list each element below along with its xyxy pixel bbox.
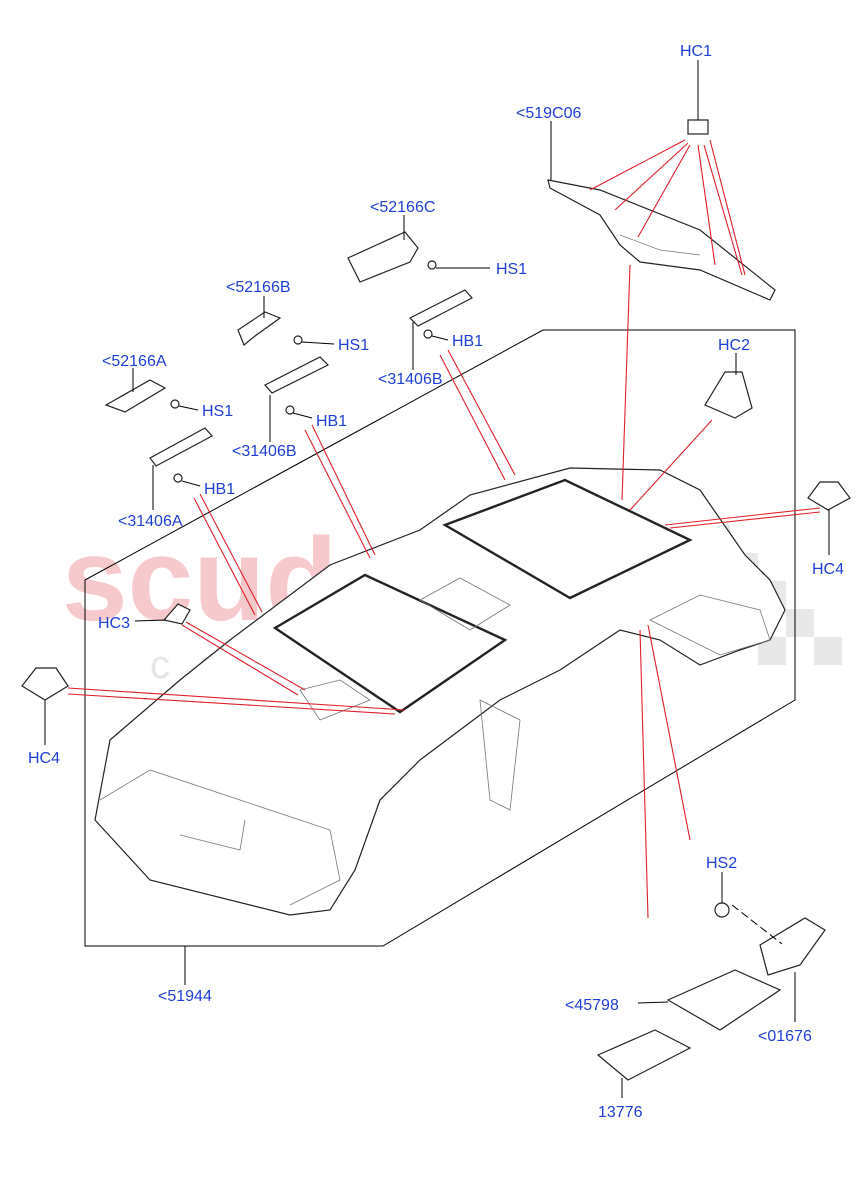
hs1-screw-b (293, 335, 303, 345)
bracket-01676 (759, 917, 826, 976)
hc4-right-clip (807, 481, 851, 511)
callout-lines (67, 139, 821, 919)
label-52166b[interactable]: <52166B (226, 279, 291, 296)
label-45798[interactable]: <45798 (565, 997, 619, 1014)
label-52166c[interactable]: <52166C (370, 199, 435, 216)
grab-handle-31406b-a (408, 289, 473, 327)
label-hs1-c[interactable]: HS1 (202, 403, 233, 420)
label-hc3[interactable]: HC3 (98, 615, 130, 632)
label-51944[interactable]: <51944 (158, 988, 212, 1005)
bracket-52166c (347, 231, 419, 283)
label-52166a[interactable]: <52166A (102, 353, 167, 370)
hc4-left-clip (21, 667, 69, 701)
lamp-bezel-13776 (596, 1029, 692, 1081)
label-31406a[interactable]: <31406A (118, 513, 183, 530)
label-hc4-left[interactable]: HC4 (28, 750, 60, 767)
label-hb1-a[interactable]: HB1 (452, 333, 483, 350)
label-519c06[interactable]: <519C06 (516, 105, 581, 122)
hs1-screw-c (170, 399, 180, 409)
label-hc1[interactable]: HC1 (680, 43, 712, 60)
bracket-52166b (237, 311, 282, 346)
hb1-bolt-b (285, 405, 295, 415)
label-01676[interactable]: <01676 (758, 1028, 812, 1045)
grab-handle-31406a (149, 427, 213, 467)
hs1-screw-a (427, 260, 437, 270)
leader-lines (44, 60, 830, 1098)
grab-handle-31406b-b (264, 356, 330, 394)
assembly-frame (84, 329, 796, 947)
label-31406b-a[interactable]: <31406B (378, 371, 443, 388)
lamp-housing-45798 (666, 969, 782, 1031)
hc3-clip (162, 603, 191, 625)
hc2-clip (704, 371, 753, 419)
label-hs1-b[interactable]: HS1 (338, 337, 369, 354)
label-hs1-a[interactable]: HS1 (496, 261, 527, 278)
label-31406b-b[interactable]: <31406B (232, 443, 297, 460)
label-hc2[interactable]: HC2 (718, 337, 750, 354)
hb1-bolt-a (423, 329, 433, 339)
hb1-bolt-c (173, 473, 183, 483)
rear-header-trim (547, 179, 776, 301)
headliner-panel (94, 467, 786, 916)
hc1-clip (687, 119, 709, 135)
bracket-52166a (104, 379, 167, 413)
hs2-clip (714, 902, 730, 918)
label-hb1-b[interactable]: HB1 (316, 413, 347, 430)
label-hs2[interactable]: HS2 (706, 855, 737, 872)
label-13776[interactable]: 13776 (598, 1104, 643, 1121)
label-hb1-c[interactable]: HB1 (204, 481, 235, 498)
label-hc4-right[interactable]: HC4 (812, 561, 844, 578)
